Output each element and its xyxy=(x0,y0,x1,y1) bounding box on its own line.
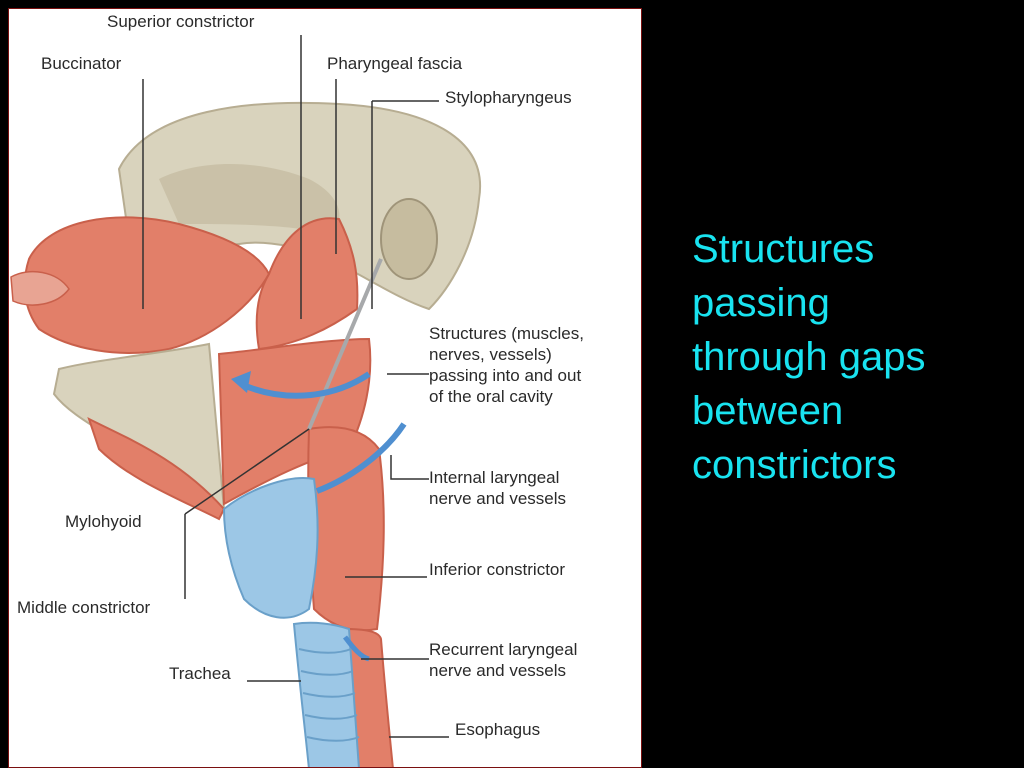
label-middle-constrictor: Middle constrictor xyxy=(17,598,151,617)
tracheal-rings xyxy=(298,648,360,742)
anatomy-figure-panel: Superior constrictor Buccinator Pharynge… xyxy=(8,8,642,768)
label-internal-laryngeal-line-2: nerve and vessels xyxy=(429,489,567,508)
label-internal-laryngeal: Internal laryngeal nerve and vessels xyxy=(429,467,629,509)
label-stylopharyngeus: Stylopharyngeus xyxy=(445,88,572,107)
mylohyoid-muscle xyxy=(87,417,226,521)
superior-constrictor-muscle xyxy=(255,217,359,351)
buccinator-muscle xyxy=(23,216,271,354)
stylopharyngeus-muscle xyxy=(307,258,383,430)
leader-lines xyxy=(142,35,449,738)
label-esophagus: Esophagus xyxy=(455,720,541,739)
label-recurrent-laryngeal-line-2: nerve and vessels xyxy=(429,661,567,680)
caption-line-2: passing xyxy=(692,281,830,325)
label-structures-line-2: nerves, vessels) xyxy=(429,345,552,364)
label-internal-laryngeal-line-1: Internal laryngeal xyxy=(429,468,560,487)
caption-line-5: constrictors xyxy=(692,443,897,487)
label-buccinator: Buccinator xyxy=(41,54,122,73)
oral-cavity-arrow xyxy=(239,371,371,399)
slide-caption: Structures passing through gaps between … xyxy=(692,222,1012,492)
label-structures-line-3: passing into and out xyxy=(429,366,582,385)
caption-line-1: Structures xyxy=(692,227,875,271)
lip xyxy=(10,270,70,306)
oral-cavity-arrowhead xyxy=(231,371,251,393)
label-structures-line-1: Structures (muscles, xyxy=(429,324,584,343)
label-superior-constrictor: Superior constrictor xyxy=(107,12,255,31)
label-pharyngeal-fascia: Pharyngeal fascia xyxy=(327,54,463,73)
middle-constrictor-muscle xyxy=(217,337,372,506)
trachea xyxy=(292,621,360,767)
label-structures-oral-cavity: Structures (muscles, nerves, vessels) pa… xyxy=(429,323,639,407)
pharyngeal-constrictors-illustration xyxy=(10,35,482,767)
internal-laryngeal-arrow xyxy=(315,422,407,494)
mastoid-process xyxy=(380,198,438,280)
label-recurrent-laryngeal-line-1: Recurrent laryngeal xyxy=(429,640,578,659)
caption-line-3: through gaps xyxy=(692,335,926,379)
label-recurrent-laryngeal: Recurrent laryngeal nerve and vessels xyxy=(429,639,629,681)
thyroid-cartilage xyxy=(222,477,319,619)
label-structures-line-4: of the oral cavity xyxy=(429,387,553,406)
label-trachea: Trachea xyxy=(169,664,231,683)
label-inferior-constrictor: Inferior constrictor xyxy=(429,560,566,579)
label-mylohyoid: Mylohyoid xyxy=(65,512,142,531)
skull-shadow xyxy=(159,164,340,234)
caption-line-4: between xyxy=(692,389,844,433)
